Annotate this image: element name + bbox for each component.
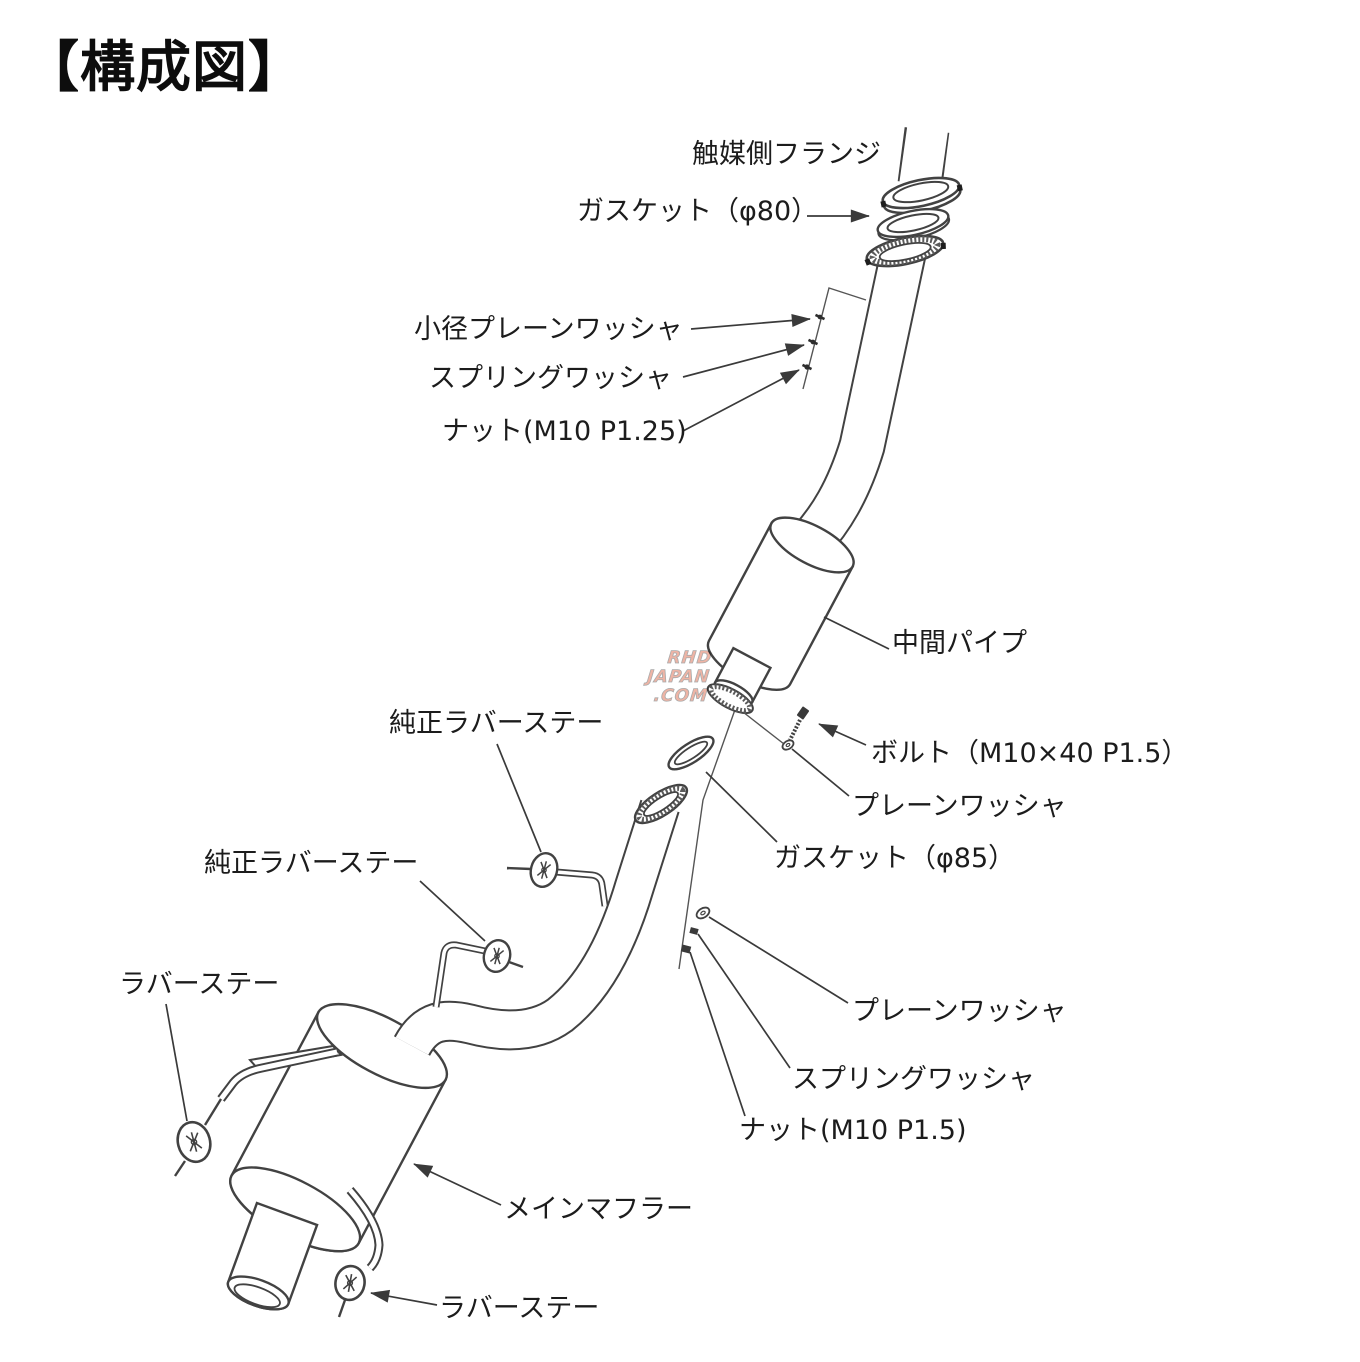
leader-bolt [818,723,867,746]
watermark-line: RHD [666,648,714,669]
oem-rubber-stay-1 [506,852,609,907]
leader-spring-upper [682,343,805,378]
leader-nut125 [682,369,800,432]
nut-item [801,363,813,371]
watermark: RHD JAPAN .COM [595,648,714,707]
catalyst-flange-ring [880,176,963,215]
gasket-85-ring [667,735,715,771]
bolt-axis-line [742,711,785,745]
rear-hanger [334,1187,384,1318]
watermark-line: .COM [652,686,710,707]
leader-plain-washer-upper [791,748,850,797]
leader-plain-washer-lower [708,916,849,1004]
catalyst-joint [864,123,963,268]
page-title: 【構成図】 [24,35,305,99]
gasket-80-ring [876,207,951,242]
spring-washer-item [689,927,699,935]
leader-lines [165,209,890,1306]
leader-middle-pipe [823,616,890,650]
label-spring-washer-lower: スプリングワッシャ [792,1064,1035,1095]
leader-spring-lower [697,933,791,1069]
label-gasket-85: ガスケット（φ85） [774,843,1016,874]
rubber-grommet [482,938,512,974]
label-oem-rubber-stay-1: 純正ラバーステー [389,708,604,739]
leader-nut15 [689,951,746,1117]
rubber-grommet [529,852,559,888]
bolt-item [781,706,810,751]
label-oem-rubber-stay-2: 純正ラバーステー [204,848,419,879]
nut-item [680,944,692,954]
leader-small-washer [690,314,811,330]
rubber-grommet [334,1264,366,1302]
label-gasket-80: ガスケット（φ80） [577,196,819,227]
muffler-tailpipe [226,1201,319,1311]
leader-main-muffler [413,1163,502,1206]
label-middle-pipe: 中間パイプ [892,628,1027,659]
rear-pipe-flange [633,783,689,825]
label-rubber-stay-left: ラバーステー [119,969,280,1000]
lower-fasteners [680,906,711,954]
pipe-flange-ring [864,234,946,268]
middle-pipe-drawing [706,249,926,715]
label-nut-m10-p15: ナット(M10 P1.5) [739,1115,967,1146]
bolt-washer-item [781,739,795,751]
leader-oem-stay-1 [496,743,542,853]
leader-rubber-left [165,1003,188,1122]
plain-washer-item [695,906,711,920]
rear-pipe [393,799,680,1057]
label-nut-m10-p125: ナット(M10 P1.25) [442,416,687,447]
upper-fasteners [801,287,867,390]
watermark-line: JAPAN [646,667,712,688]
outlet-bead-ring [706,683,754,715]
label-rubber-stay-bottom: ラバーステー [439,1293,600,1324]
label-small-plain-washer: 小径プレーンワッシャ [414,314,683,345]
small-washer-item [814,313,826,321]
label-spring-washer-upper: スプリングワッシャ [429,363,672,394]
label-main-muffler: メインマフラー [504,1194,693,1225]
label-plain-washer-upper: プレーンワッシャ [852,791,1067,822]
rubber-grommet [176,1120,212,1164]
leader-oem-stay-2 [419,880,486,942]
label-plain-washer-lower: プレーンワッシャ [852,996,1067,1027]
label-catalyst-flange: 触媒側フランジ [692,139,881,170]
leader-rubber-bottom [370,1289,438,1306]
main-muffler-drawing [226,1002,449,1311]
oem-rubber-stay-2 [432,938,524,1008]
leader-gasket85 [705,771,778,843]
spring-washer-item [807,338,819,346]
label-bolt-m10x40: ボルト（M10×40 P1.5） [871,738,1189,769]
joint-axis-line [678,703,738,970]
left-hanger [174,1044,343,1177]
